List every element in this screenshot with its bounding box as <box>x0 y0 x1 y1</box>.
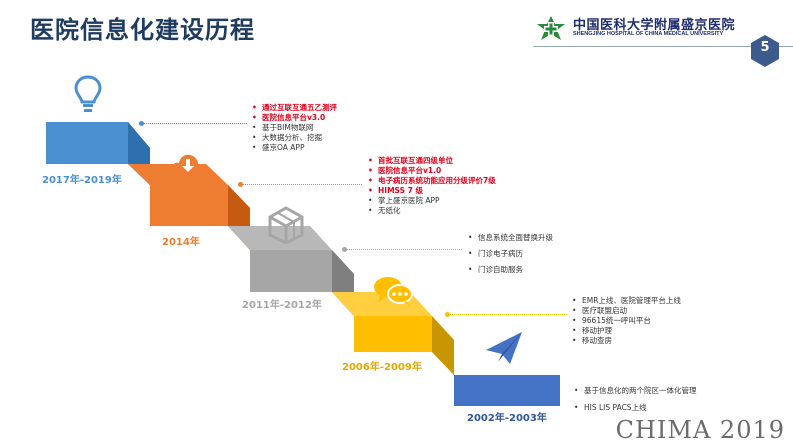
list-item: 96615统一呼叫平台 <box>570 316 681 326</box>
year-label-2006: 2006年-2009年 <box>342 362 422 373</box>
list-item: 大数据分析、挖掘 <box>250 133 337 143</box>
list-item: 信息系统全面替换升级 <box>466 230 553 246</box>
list-item: 移动查房 <box>570 336 681 346</box>
year-label-2011: 2011年-2012年 <box>242 300 322 311</box>
list-item: 首批互联互通四级单位 <box>366 156 496 166</box>
cloud-download-icon <box>171 154 205 174</box>
list-item: 医院信息平台v1.0 <box>366 166 496 176</box>
milestone-list-2011: 信息系统全面替换升级 门诊电子病历 门诊自助服务 <box>466 230 553 278</box>
hospital-logo: 中国医科大学附属盛京医院 SHENGJING HOSPITAL OF CHINA… <box>533 14 736 44</box>
list-item: 基于信息化的两个院区一体化管理 <box>572 382 697 399</box>
list-item: EMR上线、医院管理平台上线 <box>570 296 681 306</box>
cube-icon <box>268 206 304 245</box>
page-title: 医院信息化建设历程 <box>30 16 255 44</box>
lightbulb-icon <box>74 75 102 112</box>
connector-dot <box>238 182 243 187</box>
step-2011 <box>250 250 354 316</box>
milestone-list-2006: EMR上线、医院管理平台上线 医疗联盟启动 96615统一呼叫平台 移动护理 移… <box>570 296 681 346</box>
connector-line <box>143 123 247 124</box>
milestone-list-2002: 基于信息化的两个院区一体化管理 HIS LIS PACS上线 <box>572 382 697 416</box>
list-item: 盛京OA APP <box>250 143 337 153</box>
connector-line <box>346 249 462 250</box>
connector-dot <box>445 312 450 317</box>
connector-dot <box>139 121 144 126</box>
list-item: 通过互联互通五乙测评 <box>250 103 337 113</box>
list-item: 移动护理 <box>570 326 681 336</box>
list-item: HIS LIS PACS上线 <box>572 399 697 416</box>
connector-line <box>449 314 567 315</box>
connector-line <box>242 184 362 185</box>
page-number: 5 <box>760 40 770 55</box>
milestone-list-2014: 首批互联互通四级单位 医院信息平台v1.0 电子病历系统功能应用分级评价7级 H… <box>366 156 496 216</box>
conference-watermark: CHIMA 2019 <box>615 416 785 444</box>
list-item: 基于BIM物联网 <box>250 123 337 133</box>
step-2002 <box>454 375 560 406</box>
connector-dot <box>342 247 347 252</box>
header-divider <box>533 46 793 47</box>
list-item: HIMSS 7 级 <box>366 186 496 196</box>
paper-plane-icon <box>486 332 522 364</box>
step-2006 <box>354 316 454 375</box>
list-item: 门诊电子病历 <box>466 246 553 262</box>
list-item: 医疗联盟启动 <box>570 306 681 316</box>
list-item: 无纸化 <box>366 206 496 216</box>
list-item: 门诊自助服务 <box>466 262 553 278</box>
page-number-badge <box>751 35 779 67</box>
list-item: 掌上盛京医院 APP <box>366 196 496 206</box>
hospital-name-en: SHENGJING HOSPITAL OF CHINA MEDICAL UNIV… <box>573 31 724 37</box>
hospital-name-cn: 中国医科大学附属盛京医院 <box>573 18 736 33</box>
hospital-emblem-icon <box>537 16 565 40</box>
list-item: 医院信息平台v3.0 <box>250 113 337 123</box>
year-label-2002: 2002年-2003年 <box>467 413 547 424</box>
step-2017 <box>46 122 150 185</box>
year-label-2017: 2017年-2019年 <box>42 175 122 186</box>
year-label-2014: 2014年 <box>162 237 200 248</box>
step-2014 <box>150 185 250 250</box>
list-item: 电子病历系统功能应用分级评价7级 <box>366 176 496 186</box>
milestone-list-2017: 通过互联互通五乙测评 医院信息平台v3.0 基于BIM物联网 大数据分析、挖掘 … <box>250 103 337 153</box>
chat-bubbles-icon <box>374 277 413 306</box>
